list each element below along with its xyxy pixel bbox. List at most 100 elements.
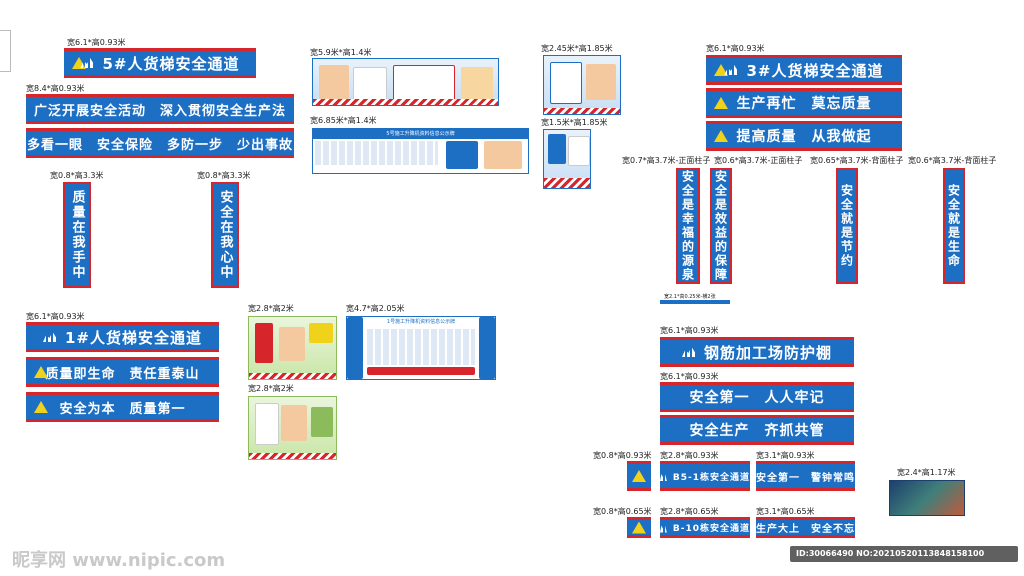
logo-icon [80, 58, 97, 68]
post-text: 安全就是生命 [946, 184, 961, 268]
size-label: 宽2.45米*高1.85米 [541, 44, 613, 53]
banner-text: 3#人货梯安全通道 [746, 61, 884, 80]
watermark-bar [790, 546, 1018, 562]
size-label: 宽2.8*高2米 [248, 304, 294, 313]
post-safety: 安全在我心中 [211, 182, 239, 288]
post-text: 安全就是节约 [839, 184, 854, 268]
warning-icon [632, 470, 646, 482]
logo-icon [660, 522, 667, 533]
banner-campaign: 广泛开展安全活动 深入贯彻安全生产法 [26, 94, 294, 124]
logo-icon [660, 471, 667, 481]
size-label: 宽6.85米*高1.4米 [310, 116, 377, 125]
banner-text: 生产大上 安全不忘 [756, 524, 855, 535]
size-label: 宽2.8*高0.93米 [660, 451, 719, 460]
banner-quality-me: 提高质量 从我做起 [706, 121, 902, 151]
column-life: 安全就是生命 [943, 168, 965, 284]
column-saving: 安全就是节约 [836, 168, 858, 284]
text-block [550, 62, 582, 104]
post-text: 安全是幸福的源泉 [680, 170, 695, 282]
warning-icon [714, 97, 728, 109]
size-label: 宽6.1*高0.93米 [660, 372, 719, 381]
figure-image [309, 323, 333, 343]
banner-safety-first: 安全为本 质量第一 [26, 392, 219, 422]
banner-text: 广泛开展安全活动 深入贯彻安全生产法 [33, 103, 286, 119]
banner-text: B5-1栋安全通道 [672, 472, 750, 483]
size-label: 宽2.4*高1.17米 [897, 468, 956, 477]
warning-icon [632, 521, 646, 534]
banner-text: 安全为本 质量第一 [59, 401, 186, 417]
banner-1-elevator: 1#人货梯安全通道 [26, 322, 219, 352]
warning-sign-small [627, 517, 651, 538]
board-2-4-photo [889, 480, 965, 516]
logo-icon [724, 65, 741, 75]
post-text: 安全在我心中 [217, 190, 233, 280]
figure-image [319, 65, 349, 99]
board-grid [315, 141, 438, 165]
text-block [255, 403, 279, 445]
figure-image [255, 323, 273, 363]
figure-image [281, 405, 307, 441]
size-label: 宽0.8*高3.3米 [197, 171, 251, 180]
size-label: 宽2.8*高2米 [248, 384, 294, 393]
board-notice-5-9 [312, 58, 499, 106]
board-info-1: 1号施工升降机资料信息公示牌 [346, 316, 496, 380]
board-1-5 [543, 129, 591, 189]
figure-image [311, 407, 333, 437]
size-label: 宽0.6*高3.7米-正面柱子 [714, 156, 803, 165]
stripe-bar [313, 99, 498, 105]
side-panel [347, 317, 363, 379]
size-label: 宽6.1*高0.93米 [67, 38, 126, 47]
warning-icon [34, 401, 48, 413]
size-label: 宽4.7*高2.05米 [346, 304, 405, 313]
banner-text: B-10栋安全通道 [672, 524, 750, 534]
watermark-id: ID:30066490 NO:20210520113848158100 [796, 549, 985, 558]
post-text: 安全是效益的保障 [713, 170, 728, 282]
side-panel [479, 317, 495, 379]
text-block [568, 136, 590, 166]
figure-image [279, 327, 305, 361]
watermark-brand: 昵享网 www.nipic.com [12, 550, 226, 571]
banner-text: 多看一眼 安全保险 多防一步 少出事故 [26, 137, 293, 153]
banner-rebar-shed: 钢筋加工场防护棚 [660, 337, 854, 367]
size-label: 宽6.1*高0.93米 [26, 312, 85, 321]
figure-image [446, 141, 478, 169]
post-quality: 质量在我手中 [63, 182, 91, 288]
board-info-5: 5号施工升降机资料信息公示牌 [312, 128, 529, 174]
banner-caution: 多看一眼 安全保险 多防一步 少出事故 [26, 128, 294, 158]
banner-text: 安全生产 齐抓共管 [689, 423, 825, 439]
board-2-8-b [248, 396, 337, 460]
size-label: 宽5.9米*高1.4米 [310, 48, 372, 57]
banner-b5-1: B5-1栋安全通道 [660, 461, 750, 491]
banner-text: 钢筋加工场防护棚 [703, 343, 832, 362]
figure-image [586, 64, 616, 100]
size-label: 宽0.8*高0.93米 [593, 451, 652, 460]
size-label: 宽0.7*高3.7米-正面柱子 [622, 156, 711, 165]
text-block [393, 65, 455, 103]
banner-safety-remember: 安全第一 人人牢记 [660, 382, 854, 412]
size-label: 宽2.1*高0.25米-横2张 [664, 294, 716, 300]
banner-text: 提高质量 从我做起 [736, 129, 872, 145]
size-label: 宽6.1*高0.93米 [660, 326, 719, 335]
banner-production: 生产大上 安全不忘 [756, 517, 855, 538]
photo-row [367, 367, 475, 375]
board-2-8-a [248, 316, 337, 380]
size-label: 宽1.5米*高1.85米 [541, 118, 608, 127]
banner-quality-life: 质量即生命 责任重泰山 [26, 357, 219, 387]
banner-text: 生产再忙 莫忘质量 [736, 96, 872, 112]
size-label: 宽0.8*高3.3米 [50, 171, 104, 180]
banner-b10: B-10栋安全通道 [660, 517, 750, 538]
size-label: 宽3.1*高0.93米 [756, 451, 815, 460]
post-text: 质量在我手中 [69, 190, 85, 280]
size-label: 宽3.1*高0.65米 [756, 507, 815, 516]
stripe-bar [544, 178, 590, 188]
stripe-bar [249, 373, 336, 379]
size-label: 宽0.65*高3.7米-背面柱子 [810, 156, 904, 165]
banner-text: 5#人货梯安全通道 [102, 54, 240, 73]
board-title: 1号施工升降机资料信息公示牌 [347, 317, 495, 327]
window-corner [0, 30, 11, 72]
warning-icon [714, 130, 728, 142]
banner-alarm: 安全第一 警钟常鸣 [756, 461, 855, 491]
figure-image [484, 141, 522, 169]
column-happiness: 安全是幸福的源泉 [676, 168, 700, 284]
banner-text: 安全第一 人人牢记 [689, 390, 825, 406]
